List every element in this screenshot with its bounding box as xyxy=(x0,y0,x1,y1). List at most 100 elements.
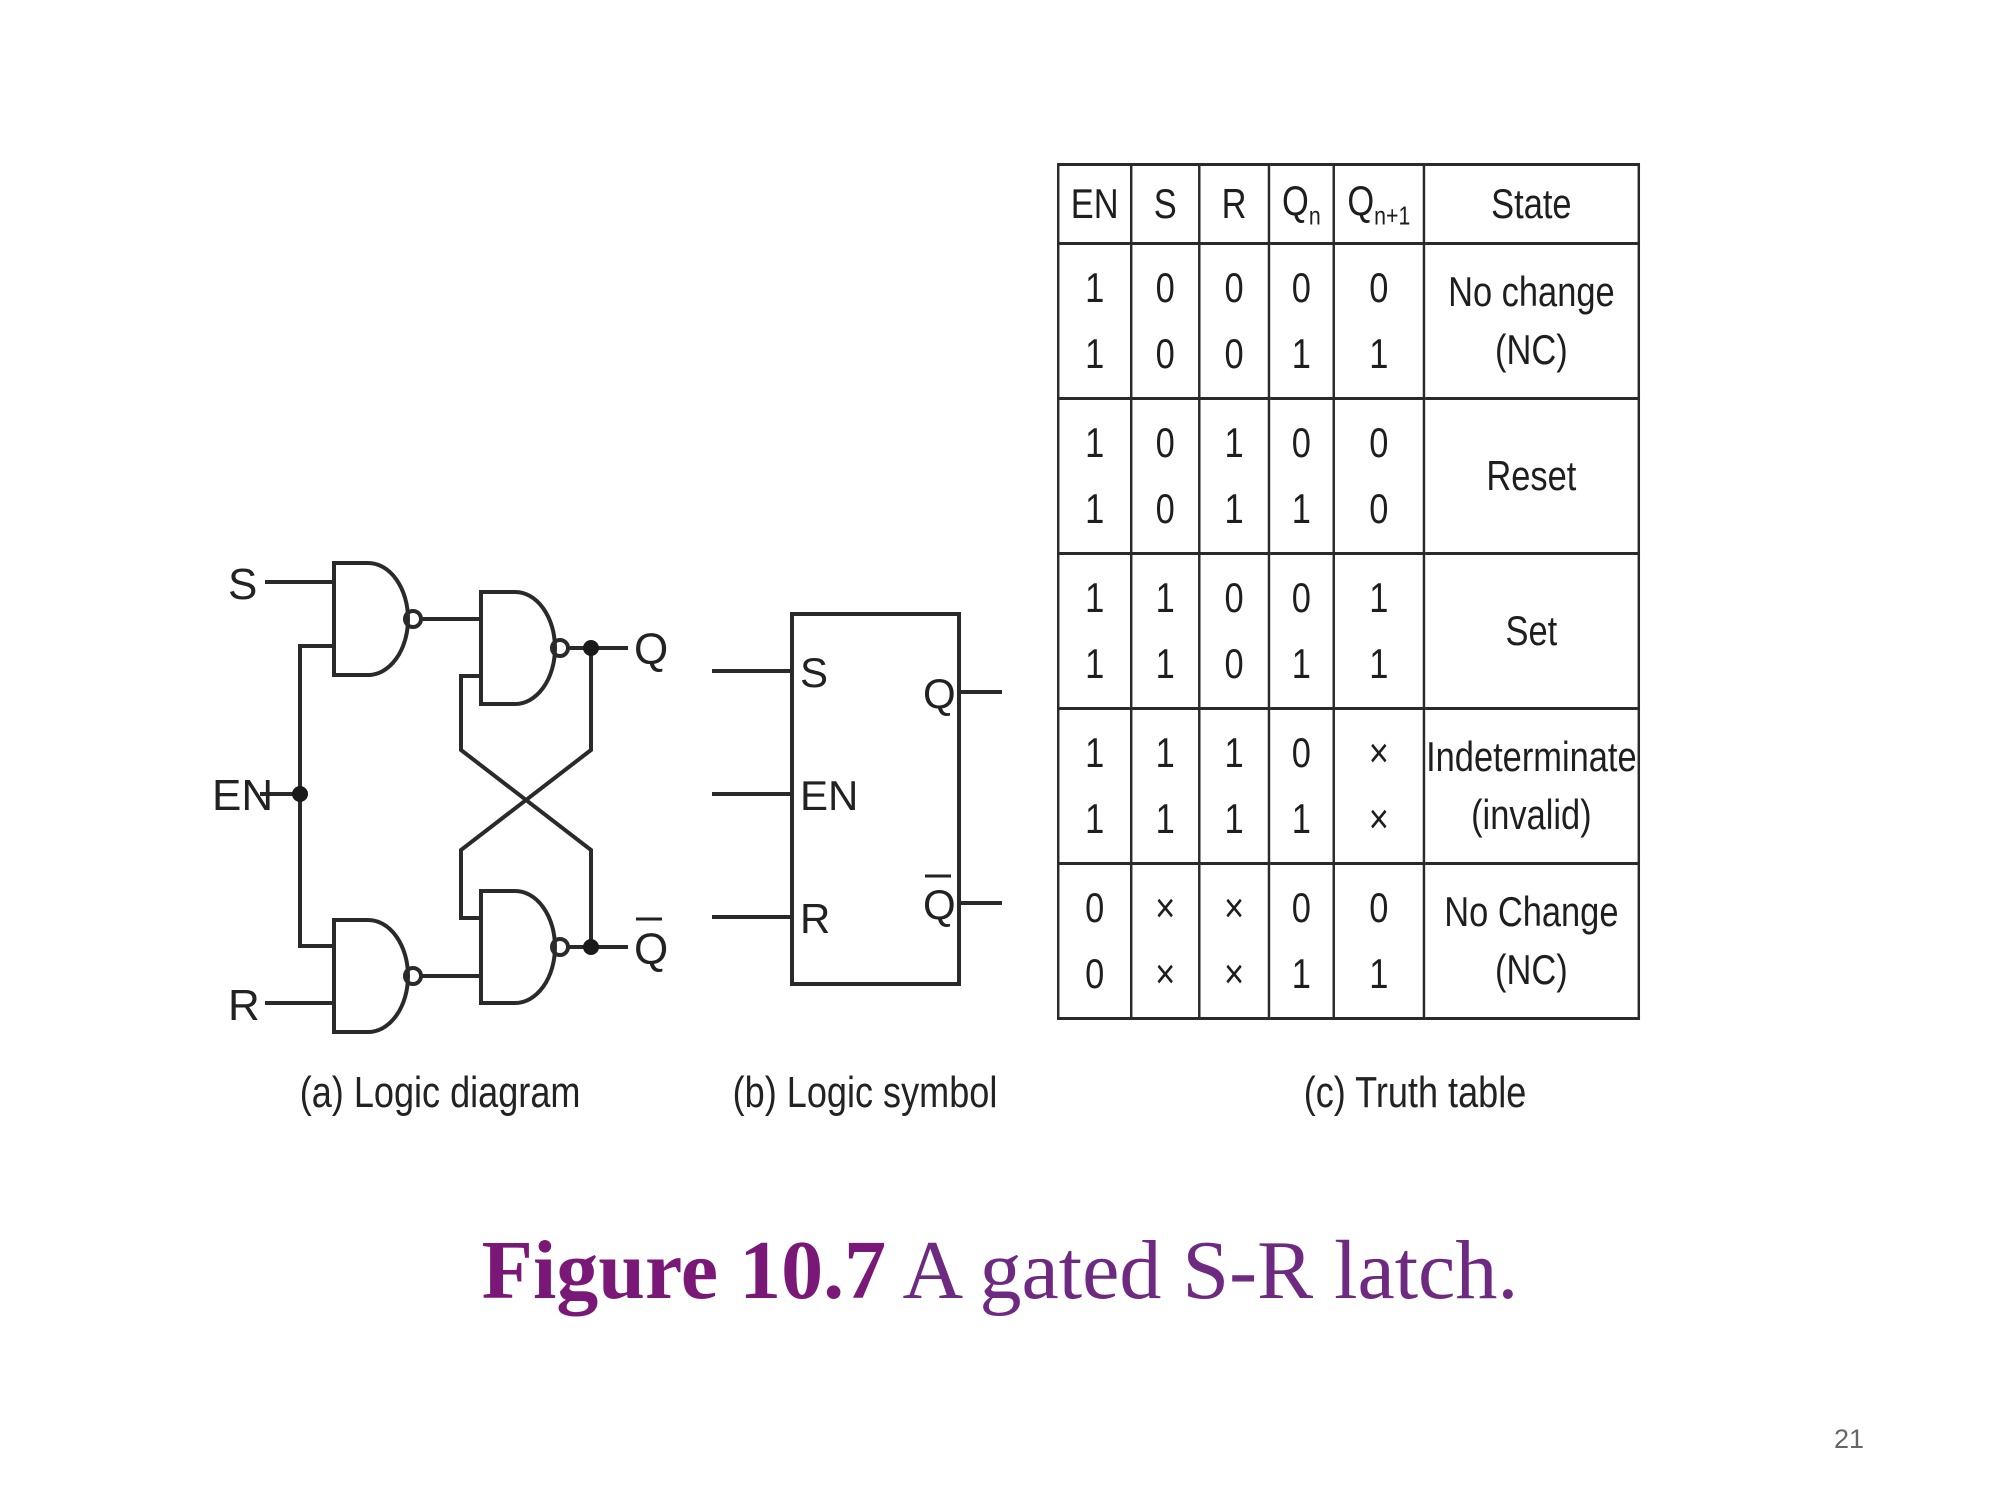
header-en: EN xyxy=(1056,163,1133,245)
cell-state: Indeterminate(invalid) xyxy=(1422,707,1641,865)
junction-qbar xyxy=(583,939,599,955)
value: 1 xyxy=(1369,950,1389,997)
symbol-pin-q: Q xyxy=(923,670,956,717)
value: 0 xyxy=(1085,950,1105,997)
value: 1 xyxy=(1291,950,1311,997)
value: 0 xyxy=(1291,884,1311,931)
value: 0 xyxy=(1369,264,1389,311)
value: 1 xyxy=(1369,640,1389,687)
value: × xyxy=(1224,884,1245,931)
cell-state: Set xyxy=(1422,552,1641,710)
value: 1 xyxy=(1291,795,1311,842)
header-qn-base: Q xyxy=(1282,176,1309,224)
label-en-input: EN xyxy=(212,771,273,820)
nand-gate-q xyxy=(479,590,557,706)
value: 1 xyxy=(1155,574,1175,621)
value: 1 xyxy=(1085,485,1105,532)
label-q-output: Q xyxy=(634,625,668,674)
caption-logic-diagram: (a) Logic diagram xyxy=(299,1068,581,1117)
value: 1 xyxy=(1085,729,1105,776)
value: 1 xyxy=(1155,729,1175,776)
state-label: (invalid) xyxy=(1471,791,1592,838)
header-qn1-base: Q xyxy=(1347,176,1375,224)
value: 1 xyxy=(1085,264,1105,311)
state-label: Reset xyxy=(1486,452,1577,499)
value: × xyxy=(1368,729,1389,776)
symbol-pin-s: S xyxy=(800,649,828,696)
page-number: 21 xyxy=(1833,1424,1864,1454)
value: 1 xyxy=(1291,485,1311,532)
header-s: S xyxy=(1129,163,1201,245)
cell-state: Reset xyxy=(1422,397,1641,555)
value: 0 xyxy=(1369,884,1389,931)
nand-gate-qbar xyxy=(479,889,557,1005)
value: 0 xyxy=(1291,419,1311,466)
value: 1 xyxy=(1085,795,1105,842)
value: × xyxy=(1224,950,1245,997)
symbol-pin-r: R xyxy=(800,895,830,942)
value: 1 xyxy=(1369,330,1389,377)
value: 1 xyxy=(1085,574,1105,621)
logic-diagram xyxy=(260,561,628,1034)
truth-table-header: EN S R Qn Qn+1 State xyxy=(1056,163,1641,245)
value: 0 xyxy=(1369,485,1389,532)
value: 0 xyxy=(1155,419,1175,466)
logic-symbol xyxy=(712,612,1002,986)
nand-gate-s xyxy=(332,561,410,677)
value: 0 xyxy=(1155,264,1175,311)
figure-title: A gated S-R latch. xyxy=(902,1224,1519,1317)
value: 0 xyxy=(1224,330,1244,377)
symbol-pin-qbar: Q xyxy=(923,881,956,928)
junction-q xyxy=(583,640,599,656)
value: × xyxy=(1155,950,1176,997)
value: 0 xyxy=(1369,419,1389,466)
figure-number: Figure 10.7 xyxy=(481,1224,887,1317)
cell-state: No change (NC) xyxy=(1422,242,1641,400)
value: 1 xyxy=(1369,574,1389,621)
value: 0 xyxy=(1291,729,1311,776)
value: 1 xyxy=(1291,640,1311,687)
label-s-input: S xyxy=(228,560,257,609)
cell-qn1: ×× xyxy=(1332,707,1426,865)
state-label: No change (NC) xyxy=(1448,268,1615,373)
value: 1 xyxy=(1155,795,1175,842)
value: 1 xyxy=(1155,640,1175,687)
value: 1 xyxy=(1085,330,1105,377)
header-qn1-sub: n+1 xyxy=(1374,200,1411,231)
cell-r: ×× xyxy=(1198,862,1271,1020)
value: 0 xyxy=(1155,485,1175,532)
header-state: State xyxy=(1422,163,1641,245)
caption-truth-table: (c) Truth table xyxy=(1303,1068,1527,1117)
value: 0 xyxy=(1155,330,1175,377)
cell-state: No Change (NC) xyxy=(1422,862,1641,1020)
latch-symbol-box xyxy=(790,612,961,986)
header-qn1: Qn+1 xyxy=(1332,163,1426,245)
